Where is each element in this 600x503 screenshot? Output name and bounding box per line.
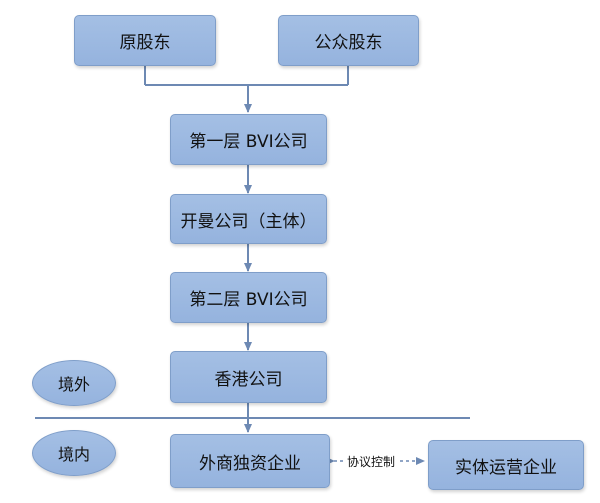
node-label: 原股东 (119, 33, 171, 53)
node-hongkong-company[interactable]: 香港公司 (170, 351, 327, 403)
region-label: 境外 (57, 375, 90, 394)
node-wfoe[interactable]: 外商独资企业 (170, 434, 330, 488)
region-offshore-badge: 境外 (32, 360, 116, 406)
node-label: 香港公司 (214, 369, 283, 390)
node-bvi-layer2[interactable]: 第二层 BVI公司 (170, 272, 327, 323)
node-label: 外商独资企业 (199, 453, 301, 474)
node-public-shareholders[interactable]: 公众股东 (278, 15, 419, 66)
node-operating-entity[interactable]: 实体运营企业 (428, 440, 584, 490)
node-bvi-layer1[interactable]: 第一层 BVI公司 (170, 114, 327, 165)
node-kaiman-company[interactable]: 开曼公司（主体） (170, 194, 327, 244)
region-label: 境内 (57, 445, 90, 464)
region-onshore-badge: 境内 (32, 430, 116, 476)
node-label: 第二层 BVI公司 (189, 290, 308, 310)
agreement-control-label: 协议控制 (344, 453, 399, 470)
node-original-shareholders[interactable]: 原股东 (74, 15, 216, 66)
node-label: 实体运营企业 (455, 457, 557, 478)
node-label: 公众股东 (314, 33, 383, 53)
node-label: 开曼公司（主体） (180, 211, 317, 232)
node-label: 第一层 BVI公司 (189, 132, 308, 152)
